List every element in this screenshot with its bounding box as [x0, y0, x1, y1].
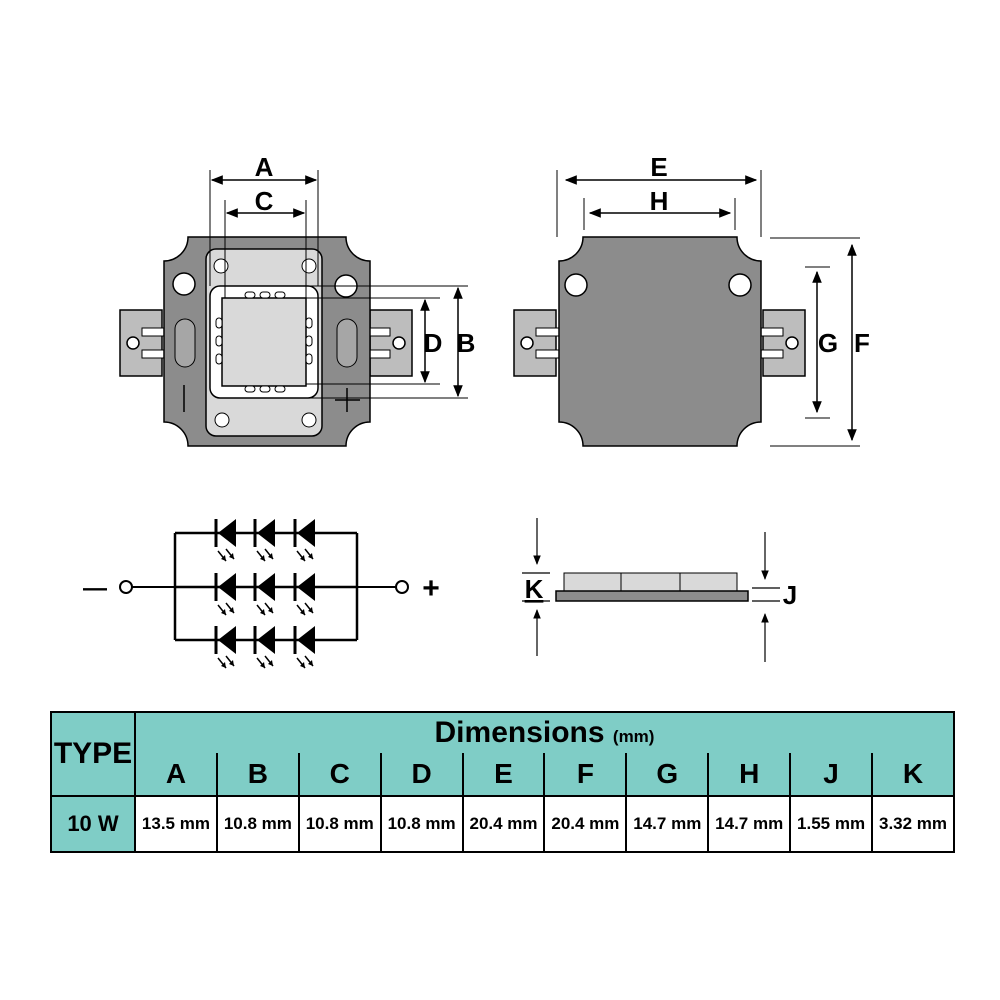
led-symbol	[253, 517, 277, 563]
led-symbol	[293, 517, 317, 563]
value-cell-g: 14.7 mm	[625, 795, 710, 853]
right-terminal	[762, 309, 806, 377]
led-symbol	[214, 517, 238, 563]
type-header: TYPE	[50, 711, 136, 797]
bottom-view: E H G F	[513, 152, 870, 447]
column-header-b: B	[216, 753, 300, 797]
positive-terminal-label: +	[422, 572, 440, 605]
led-symbol	[214, 624, 238, 670]
label-h: H	[650, 186, 669, 216]
bottom-plate	[558, 236, 762, 447]
left-terminal	[513, 309, 557, 377]
value-cell-j: 1.55 mm	[789, 795, 874, 853]
led-die	[221, 297, 307, 387]
mount-hole	[564, 273, 588, 297]
value-cell-d: 10.8 mm	[379, 795, 464, 853]
led-schematic: — +	[83, 517, 440, 670]
column-header-d: D	[380, 753, 464, 797]
label-k: K	[525, 574, 544, 604]
column-header-row: A B C D E F G H J K	[51, 753, 955, 797]
negative-terminal	[119, 580, 133, 594]
column-header-f: F	[543, 753, 628, 797]
column-header-h: H	[707, 753, 792, 797]
table-row: 10 W 13.5 mm 10.8 mm 10.8 mm 10.8 mm 20.…	[50, 795, 955, 853]
mount-hole	[728, 273, 752, 297]
led-symbol	[253, 624, 277, 670]
dimensions-unit: (mm)	[612, 727, 655, 746]
label-e: E	[650, 152, 667, 182]
dimensions-title: Dimensions (mm)	[134, 711, 955, 753]
label-a: A	[255, 152, 274, 182]
value-cell-f: 20.4 mm	[543, 795, 628, 853]
label-c: C	[255, 186, 274, 216]
label-g: G	[818, 328, 838, 358]
label-d: D	[424, 328, 443, 358]
value-cell-b: 10.8 mm	[215, 795, 300, 853]
led-symbol	[214, 571, 238, 617]
type-cell: 10 W	[50, 795, 136, 853]
value-cell-c: 10.8 mm	[297, 795, 382, 853]
negative-terminal-label: —	[83, 575, 107, 602]
column-header-c: C	[298, 753, 382, 797]
dimensions-title-text: Dimensions	[434, 716, 605, 749]
side-view: K J	[522, 518, 797, 662]
mount-hole	[172, 272, 196, 296]
base-plate	[555, 590, 749, 602]
column-header-a: A	[134, 753, 218, 797]
value-cell-a: 13.5 mm	[134, 795, 218, 853]
table-header-row: TYPE Dimensions (mm)	[50, 711, 955, 797]
led-symbol	[293, 571, 317, 617]
column-header-k: K	[871, 753, 955, 797]
value-cell-h: 14.7 mm	[707, 795, 792, 853]
led-symbol	[293, 624, 317, 670]
column-header-j: J	[789, 753, 874, 797]
label-f: F	[854, 328, 870, 358]
led-symbol	[253, 571, 277, 617]
dimensions-table: TYPE Dimensions (mm) A B C D E F G H J K…	[50, 711, 955, 853]
label-j: J	[783, 580, 797, 610]
led-dimension-diagram: A C D B E H	[83, 152, 870, 670]
positive-terminal	[395, 580, 409, 594]
top-view: A C D B	[119, 152, 476, 447]
led-lens	[563, 572, 738, 592]
label-b: B	[457, 328, 476, 358]
value-cell-k: 3.32 mm	[871, 795, 955, 853]
value-cell-e: 20.4 mm	[461, 795, 546, 853]
column-header-g: G	[625, 753, 710, 797]
column-header-e: E	[462, 753, 546, 797]
